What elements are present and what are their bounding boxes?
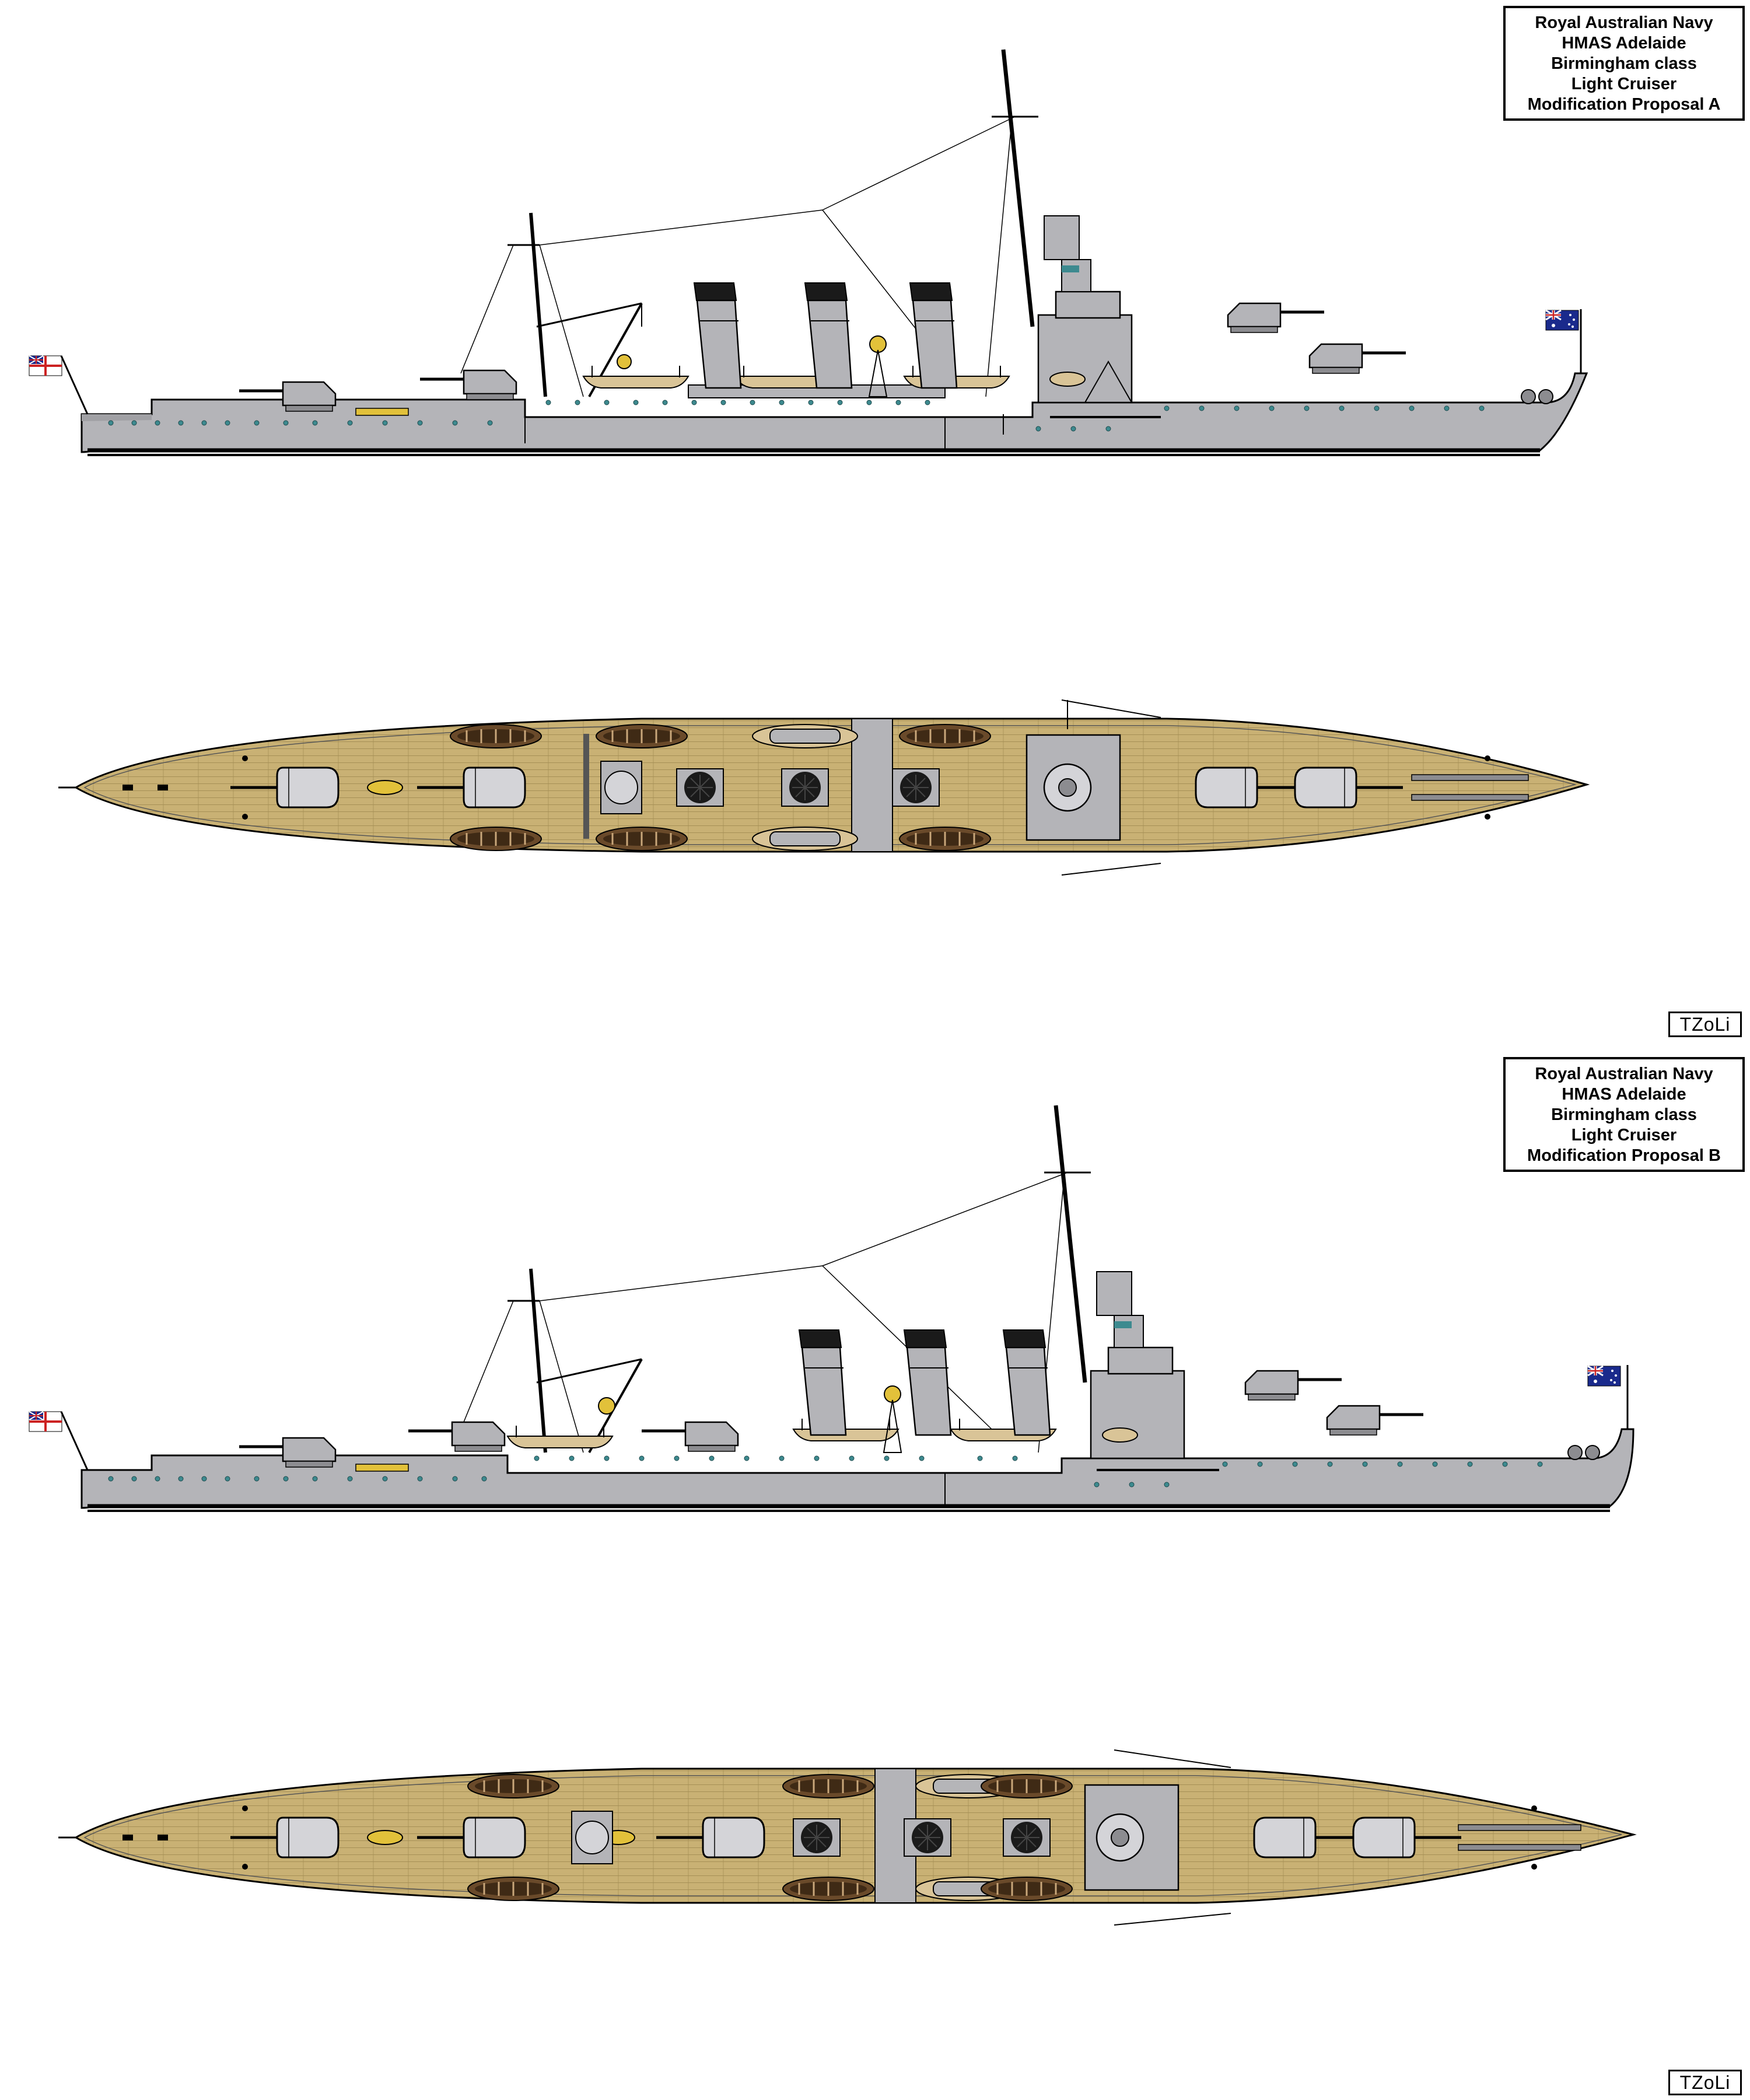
signature-a: TZoLi	[1668, 1012, 1742, 1037]
title-line: Royal Australian Navy	[1535, 13, 1713, 32]
title-line: Royal Australian Navy	[1535, 1065, 1713, 1083]
title-line: Birmingham class	[1551, 1105, 1697, 1124]
title-line: Modification Proposal A	[1527, 95, 1721, 114]
title-box-b: Royal Australian Navy HMAS Adelaide Birm…	[1503, 1057, 1745, 1172]
title-line: HMAS Adelaide	[1562, 34, 1686, 52]
side-view-b	[28, 1105, 1634, 1512]
top-view-b	[58, 1749, 1637, 1926]
title-box-a: Royal Australian Navy HMAS Adelaide Birm…	[1503, 6, 1745, 121]
side-view-a	[28, 49, 1588, 456]
title-line: Light Cruiser	[1571, 1126, 1677, 1144]
title-line: HMAS Adelaide	[1562, 1085, 1686, 1104]
title-line: Modification Proposal B	[1527, 1146, 1721, 1165]
top-view-a	[58, 699, 1590, 876]
title-line: Light Cruiser	[1571, 75, 1677, 93]
signature-b: TZoLi	[1668, 2070, 1742, 2095]
title-line: Birmingham class	[1551, 54, 1697, 73]
